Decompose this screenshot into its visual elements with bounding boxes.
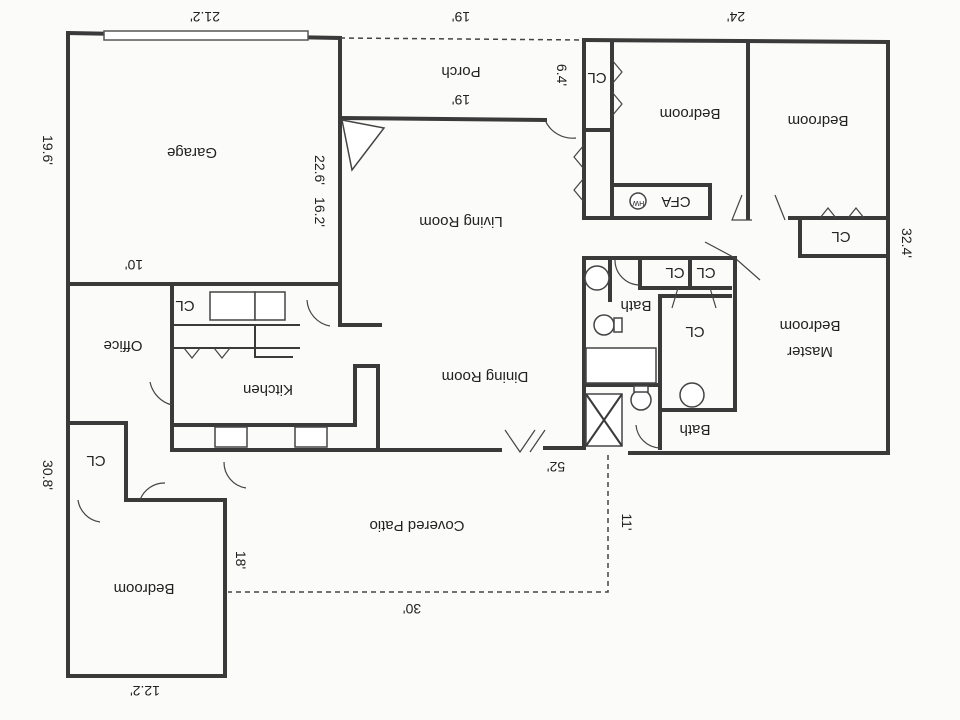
label-porch: Porch (441, 63, 480, 80)
dim-patio-depth: 11' (619, 513, 635, 530)
label-bath-lower: Bath (680, 421, 711, 438)
dim-patio-width: 30' (403, 601, 421, 617)
label-closet-left: CL (86, 452, 105, 469)
label-closet-wing: CL (831, 228, 850, 245)
dim-house-width: 52' (547, 459, 565, 475)
dim-overall-left: 30.8' (40, 460, 56, 490)
fixtures (209, 119, 705, 448)
label-closet-hall-b: CL (665, 264, 684, 281)
label-bedroom-bottom-left: Bedroom (114, 580, 175, 597)
dim-porch-inner: 19' (452, 92, 470, 108)
label-hw: HW (632, 199, 644, 206)
label-garage: Garage (167, 144, 217, 161)
interior-walls (66, 40, 890, 502)
doors (77, 59, 865, 523)
dim-bedroom-depth: 18' (233, 551, 249, 569)
dim-garage-side: 10' (125, 257, 143, 273)
label-cfa: CFA (661, 193, 690, 210)
label-closet-master: CL (685, 323, 704, 340)
label-master-bedroom-line2: Bedroom (780, 317, 841, 334)
dim-wing-depth: 32.4' (899, 228, 915, 258)
label-master-bedroom-line1: Master (787, 343, 833, 360)
dim-living-b: 16.2' (312, 197, 328, 227)
exterior-walls (65, 30, 890, 678)
label-covered-patio: Covered Patio (369, 517, 464, 534)
label-office: Office (104, 337, 143, 354)
porch-outline (339, 37, 585, 41)
dim-living-a: 22.6' (312, 155, 328, 185)
dim-wing-width: 24' (727, 9, 745, 25)
dim-garage-width: 21.2' (190, 9, 220, 25)
label-bath-upper: Bath (621, 297, 652, 314)
label-closet-porch: CL (587, 69, 606, 86)
patio-outline (228, 455, 609, 593)
dim-porch-depth: 6.4' (554, 64, 570, 86)
label-kitchen: Kitchen (243, 381, 293, 398)
dim-bedroom-width: 12.2' (130, 683, 160, 699)
label-bedroom-top-right: Bedroom (788, 112, 849, 129)
label-living-room: Living Room (419, 213, 502, 230)
dim-garage-height: 19.6' (40, 135, 56, 165)
garage-door (103, 30, 309, 41)
label-dining-room: Dining Room (442, 368, 529, 385)
dim-porch-outer: 19' (452, 9, 470, 25)
label-closet-kitchen: CL (175, 297, 194, 314)
label-bedroom-top-center: Bedroom (660, 105, 721, 122)
label-closet-hall-a: CL (696, 264, 715, 281)
